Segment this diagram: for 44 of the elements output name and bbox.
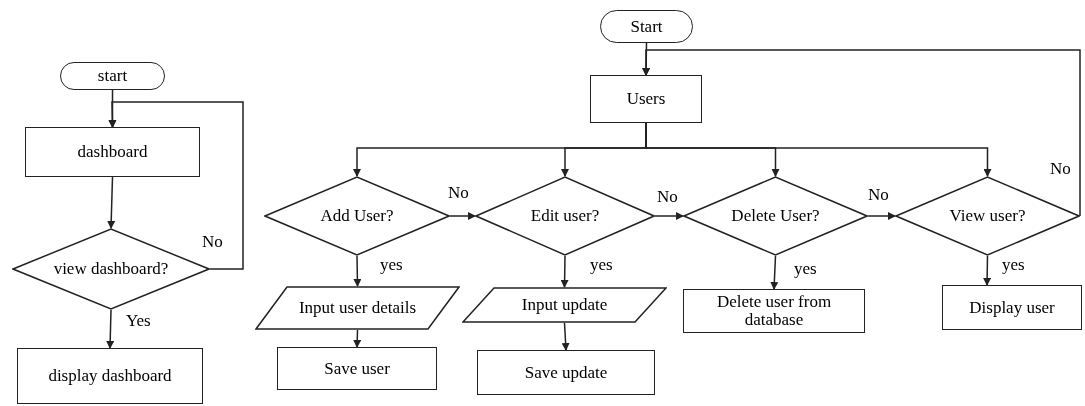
arrow bbox=[106, 309, 115, 349]
node-label: display dashboard bbox=[47, 367, 173, 385]
arrow bbox=[642, 49, 1081, 217]
arrow bbox=[770, 255, 779, 290]
input-parallelogram bbox=[255, 286, 460, 330]
process-box bbox=[25, 127, 200, 177]
node-label: Delete User? bbox=[730, 207, 821, 225]
arrow bbox=[867, 212, 896, 220]
arrow bbox=[983, 255, 992, 286]
node-label: Save user bbox=[323, 359, 391, 378]
node-label: Add User? bbox=[319, 207, 395, 225]
node-label: Input user details bbox=[297, 299, 418, 317]
node-label: Save update bbox=[523, 363, 609, 382]
node-label: start bbox=[96, 67, 129, 85]
node-label: View user? bbox=[948, 207, 1027, 225]
arrow bbox=[449, 212, 476, 220]
process-box bbox=[683, 289, 865, 333]
node-label: Users bbox=[625, 90, 667, 108]
node-label: Edit user? bbox=[529, 207, 601, 225]
decision-diamond bbox=[264, 176, 450, 256]
node-label: Delete user from database bbox=[715, 293, 833, 329]
input-parallelogram bbox=[462, 287, 667, 323]
arrow bbox=[654, 212, 684, 220]
node-label: Start bbox=[629, 17, 664, 36]
arrow bbox=[107, 176, 116, 229]
arrow bbox=[353, 255, 362, 287]
decision-diamond bbox=[895, 176, 1080, 256]
node-label: Input update bbox=[520, 296, 609, 314]
terminal-shape bbox=[60, 62, 165, 90]
decision-diamond bbox=[683, 176, 868, 256]
arrow bbox=[108, 101, 244, 270]
arrow bbox=[353, 329, 362, 348]
node-label: Display user bbox=[968, 298, 1056, 317]
process-box bbox=[942, 285, 1082, 330]
process-box bbox=[17, 348, 203, 404]
process-box bbox=[477, 350, 655, 395]
arrow bbox=[561, 322, 570, 351]
process-box bbox=[590, 75, 702, 123]
node-label: view dashboard? bbox=[52, 260, 170, 278]
terminal-shape bbox=[600, 10, 693, 43]
arrow bbox=[560, 255, 569, 288]
node-label: dashboard bbox=[76, 143, 149, 161]
decision-diamond bbox=[475, 176, 655, 256]
process-box bbox=[277, 347, 437, 390]
